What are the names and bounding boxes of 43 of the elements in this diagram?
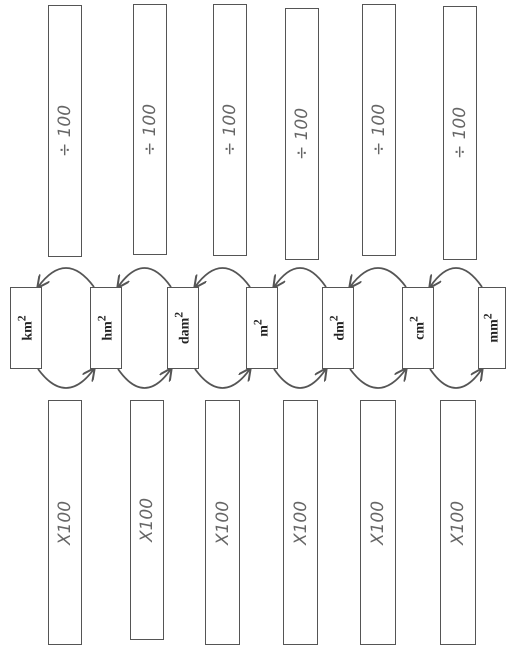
- curved-arrow: [37, 367, 96, 389]
- unit-box: [322, 287, 354, 369]
- curved-arrow: [428, 267, 483, 290]
- operation-label: X100: [212, 500, 232, 545]
- curved-arrow: [429, 366, 484, 389]
- unit-box: [246, 287, 278, 369]
- curved-arrow: [116, 267, 172, 289]
- answer-box: [285, 8, 319, 260]
- answer-box: [360, 400, 396, 645]
- answer-box: [283, 400, 318, 645]
- curved-arrow: [273, 366, 328, 389]
- unit-box: [478, 287, 506, 369]
- operation-label: ÷ 100: [450, 106, 470, 160]
- operation-label: X100: [368, 500, 388, 545]
- operation-label: ÷ 100: [55, 104, 75, 158]
- answer-box: [48, 400, 82, 645]
- curved-arrow: [194, 367, 252, 389]
- answer-box: [48, 5, 82, 257]
- operation-label: X100: [55, 500, 75, 545]
- unit-box: [10, 287, 42, 369]
- answer-box: [443, 6, 477, 260]
- answer-box: [130, 400, 164, 640]
- answer-box: [440, 400, 476, 645]
- answer-box: [205, 400, 240, 645]
- operation-label: X100: [448, 500, 468, 545]
- unit-box: [90, 287, 122, 369]
- operation-label: X100: [290, 500, 310, 545]
- operation-label: ÷ 100: [369, 104, 389, 156]
- answer-box: [362, 4, 396, 256]
- curved-arrow: [193, 267, 251, 289]
- curved-arrow: [348, 267, 407, 289]
- curved-arrow: [272, 267, 327, 290]
- curved-arrow: [117, 367, 173, 389]
- curved-arrow: [36, 267, 95, 289]
- answer-box: [213, 4, 247, 256]
- curved-arrow: [349, 367, 408, 389]
- operation-label: ÷ 100: [220, 104, 240, 156]
- unit-box: [167, 287, 199, 369]
- operation-label: ÷ 100: [292, 108, 312, 160]
- unit-box: [402, 287, 434, 369]
- answer-box: [133, 4, 167, 255]
- operation-label: ÷ 100: [140, 103, 160, 156]
- operation-label: X100: [137, 498, 157, 542]
